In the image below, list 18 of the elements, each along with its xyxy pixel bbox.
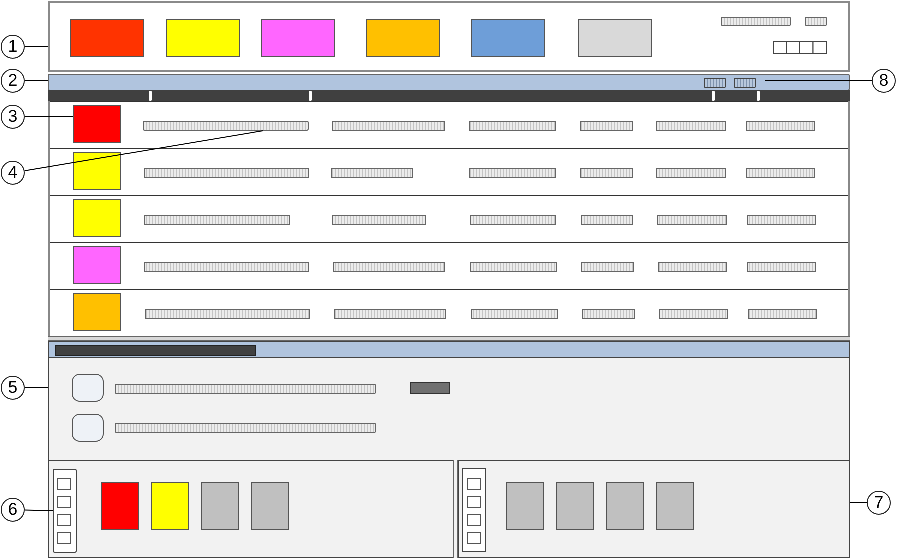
- leader-line: [24, 130, 264, 172]
- text-placeholder: [143, 121, 309, 131]
- leader-line: [24, 116, 74, 118]
- callout-number: 2: [1, 69, 25, 93]
- leader-line: [24, 46, 48, 48]
- callout-number: 5: [1, 376, 25, 400]
- callout-number: 6: [1, 498, 25, 522]
- header-bar: [48, 74, 850, 91]
- leader-line: [764, 80, 872, 82]
- leader-line: [24, 80, 48, 82]
- leader-line: [24, 510, 54, 512]
- color-tile: [73, 105, 121, 143]
- callout-number: 3: [1, 105, 25, 129]
- callout-number: 4: [1, 161, 25, 185]
- callout-number: 7: [867, 491, 891, 515]
- callout-number: 8: [872, 69, 896, 93]
- callout-number: 1: [1, 35, 25, 59]
- leader-line: [850, 502, 868, 504]
